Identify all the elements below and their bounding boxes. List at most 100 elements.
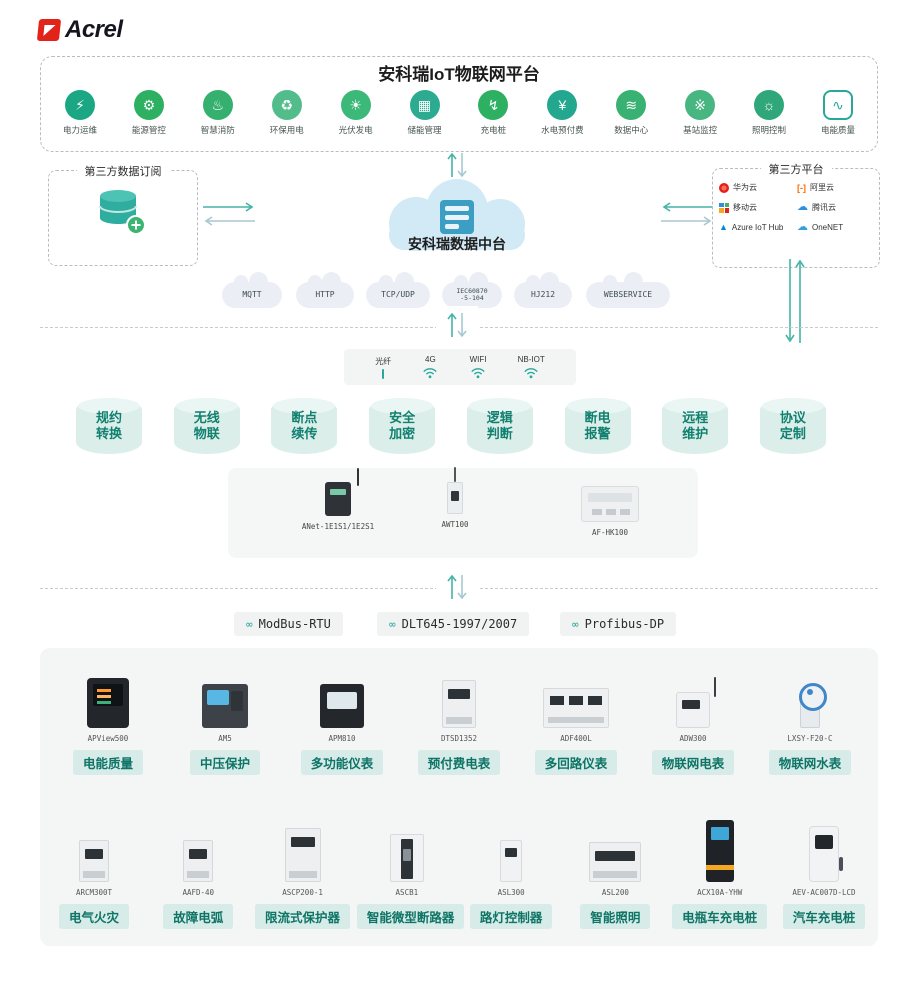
protocol-label: MQTT xyxy=(242,289,262,299)
data-hub-cloud-icon xyxy=(389,179,525,251)
app-smart-fire: ♨ 智慧消防 xyxy=(186,90,250,136)
green-power-icon: ♻ xyxy=(271,90,302,120)
protocol-cloud-hj212: HJ212 xyxy=(514,272,572,308)
feature-remote-maintenance: 远程 维护 xyxy=(662,398,729,454)
lighting-icon: ☼ xyxy=(754,90,785,120)
feature-resume-transfer: 断点 续传 xyxy=(271,398,338,454)
power-om-icon: ⚡ xyxy=(65,90,95,120)
protocol-label: IEC60870 -5-104 xyxy=(456,286,488,302)
gateway-model: AWT100 xyxy=(441,520,469,529)
app-label: 水电预付费 xyxy=(541,125,584,135)
platform-app-row: ⚡ 电力运维 ⚙ 能源管控 ♨ 智慧消防 ♻ 环保用电 ☀ 光伏发电 ▦ 储能管… xyxy=(48,90,870,136)
app-power-quality: ∿ 电能质量 xyxy=(806,90,870,136)
product-image xyxy=(169,666,281,728)
app-label: 充电桩 xyxy=(480,125,507,135)
acrel-logo-icon xyxy=(36,19,62,41)
product-category-badge: 故障电弧 xyxy=(163,904,234,929)
dtsd1352-device-image xyxy=(442,680,476,728)
app-label: 能源管控 xyxy=(131,125,166,135)
protocol-pill-modbus: ∞ ModBus-RTU xyxy=(234,612,343,636)
product-image xyxy=(148,820,248,882)
product-category-badge: 电气火灾 xyxy=(58,904,129,929)
app-power-om: ⚡ 电力运维 xyxy=(48,90,112,136)
product-image xyxy=(637,666,749,728)
conn-wifi: WIFI xyxy=(469,355,487,379)
feature-power-loss-alarm: 断电 报警 xyxy=(564,398,631,454)
fiber-icon xyxy=(382,368,385,379)
energy-storage-icon: ▦ xyxy=(409,90,440,120)
product-adw300: ADW300 物联网电表 xyxy=(637,666,749,775)
product-model: ASL200 xyxy=(601,888,629,897)
product-model: AEV-AC007D-LCD xyxy=(792,888,856,897)
water-meter-device-image xyxy=(799,683,827,728)
gateway-awt100: AWT100 xyxy=(404,467,506,529)
product-category-badge: 物联网水表 xyxy=(768,750,852,775)
protocol-cloud-webservice: WEBSERVICE xyxy=(586,272,670,308)
gateway-afhk100: AF-HK100 xyxy=(554,486,666,537)
product-model: ACX10A-YHW xyxy=(697,888,743,897)
wifi-icon xyxy=(524,368,538,379)
ascp200-device-image xyxy=(284,828,321,882)
prepaid-icon: ¥ xyxy=(547,90,578,120)
power-quality-icon: ∿ xyxy=(822,90,853,120)
arcm300t-device-image xyxy=(79,840,109,882)
smart-fire-icon: ♨ xyxy=(202,90,233,120)
product-category-badge: 中压保护 xyxy=(189,750,260,775)
thirdparty-title: 第三方平台 xyxy=(712,161,880,177)
link-icon: ∞ xyxy=(246,617,253,631)
platform-title: 安科瑞IoT物联网平台 xyxy=(378,65,540,84)
provider-name: Azure IoT Hub xyxy=(731,223,784,232)
product-model: AAFD-40 xyxy=(182,888,215,897)
provider-tencentcloud: ☁ 腾讯云 xyxy=(797,202,873,213)
subscription-title: 第三方数据订阅 xyxy=(48,163,198,179)
product-model: ARCM300T xyxy=(75,888,113,897)
provider-azure-iot-hub: ▲ Azure IoT Hub xyxy=(719,222,795,233)
updown-arrow-icon xyxy=(447,574,467,600)
updown-arrow-icon xyxy=(447,152,467,178)
product-category-badge: 预付费电表 xyxy=(417,750,501,775)
product-arcm300t: ARCM300T 电气火灾 xyxy=(44,820,144,929)
platform-box xyxy=(40,56,878,152)
product-model: LXSY-F20-C xyxy=(787,734,833,743)
apm810-device-image xyxy=(320,684,364,728)
protocol-cloud-mqtt: MQTT xyxy=(222,272,282,308)
afhk100-gateway-image xyxy=(581,486,639,522)
wifi-icon xyxy=(423,368,437,379)
product-category-badge: 智能微型断路器 xyxy=(356,904,465,929)
provider-onenet: ☁ OneNET xyxy=(797,222,873,233)
data-hub-label: 安科瑞数据中台 xyxy=(408,236,506,252)
product-model: APView500 xyxy=(87,734,129,743)
provider-name: 阿里云 xyxy=(810,183,834,192)
gateway-model: ANet-1E1S1/1E2S1 xyxy=(301,522,375,531)
conn-fiber: 光纤 xyxy=(375,356,391,379)
feature-label: 断点 续传 xyxy=(291,409,318,441)
app-label: 电能质量 xyxy=(820,125,855,135)
azure-icon: ▲ xyxy=(719,222,728,232)
product-category-badge: 多回路仪表 xyxy=(534,750,618,775)
app-energy-mgmt: ⚙ 能源管控 xyxy=(117,90,181,136)
product-image xyxy=(357,820,457,882)
product-aafd40: AAFD-40 故障电弧 xyxy=(148,820,248,929)
app-label: 基站监控 xyxy=(683,125,718,135)
feature-label: 远程 维护 xyxy=(682,409,709,441)
product-apm810: APM810 多功能仪表 xyxy=(286,666,398,775)
app-label: 数据中心 xyxy=(614,125,649,135)
feature-label: 逻辑 判断 xyxy=(486,409,513,441)
app-label: 电力运维 xyxy=(62,125,97,135)
anet-gateway-image xyxy=(325,468,359,516)
gateway-anet: ANet-1E1S1/1E2S1 xyxy=(286,468,390,531)
product-image xyxy=(520,666,632,728)
am5-device-image xyxy=(202,684,248,728)
conn-label: WIFI xyxy=(469,355,487,364)
divider-arrow-patch xyxy=(436,306,478,346)
mobile-cloud-icon xyxy=(719,202,729,213)
product-am5: AM5 中压保护 xyxy=(169,666,281,775)
data-center-icon: ≋ xyxy=(616,90,647,120)
app-data-center: ≋ 数据中心 xyxy=(599,90,663,136)
provider-name: 腾讯云 xyxy=(812,203,836,212)
feature-label: 断电 报警 xyxy=(584,409,611,441)
protocol-label: HJ212 xyxy=(530,289,556,299)
updown-arrow-icon xyxy=(447,312,467,338)
feature-label: 协议 定制 xyxy=(779,409,806,441)
protocol-cloud-iec60870: IEC60870 -5-104 xyxy=(442,272,502,308)
